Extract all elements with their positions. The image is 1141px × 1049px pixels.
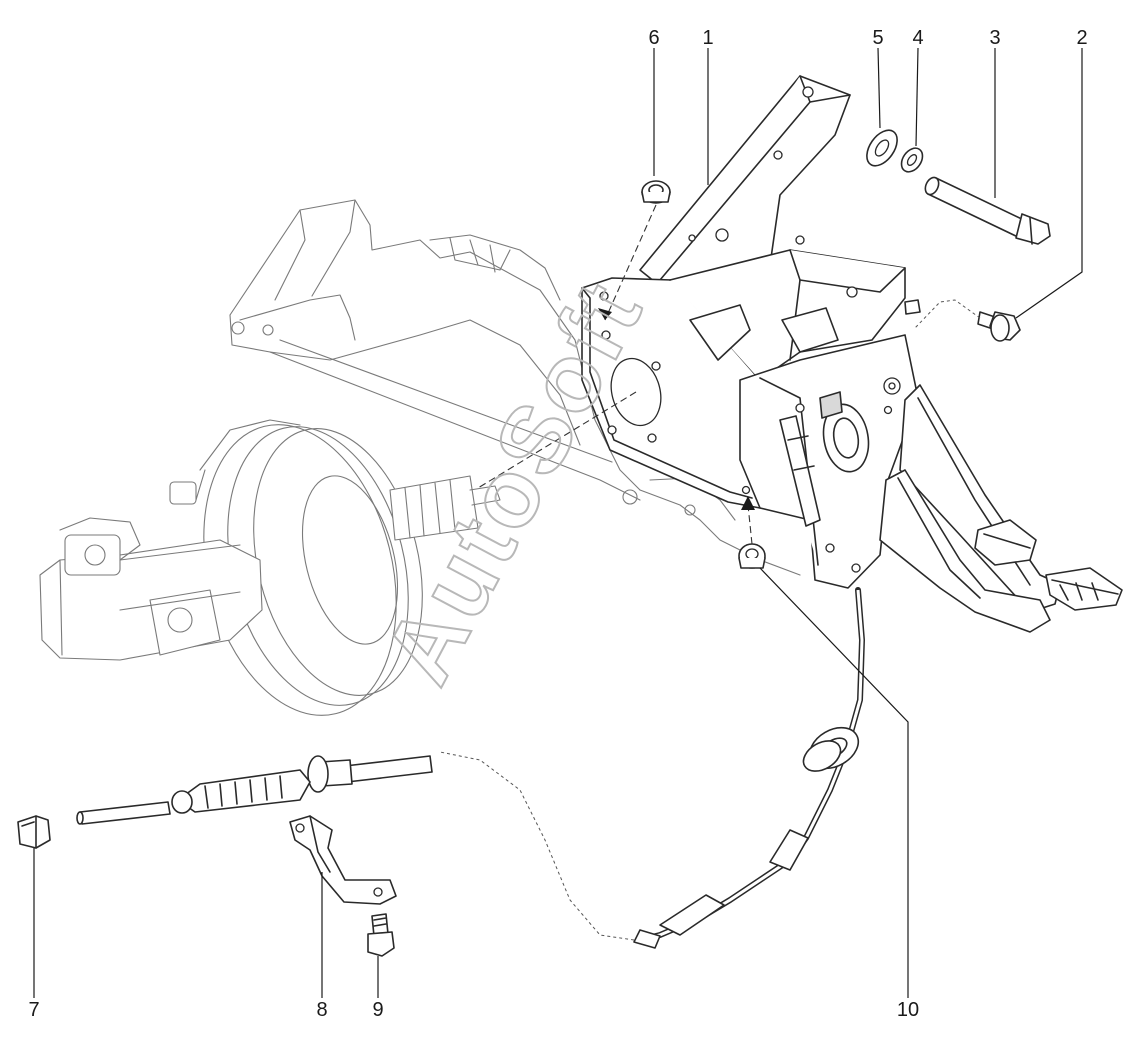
part-3-bolt bbox=[924, 176, 1051, 245]
callout-2: 2 bbox=[1076, 27, 1087, 49]
part-9-bolt bbox=[367, 913, 395, 957]
part-4-washer bbox=[900, 147, 924, 173]
part-2-flange-bolt bbox=[914, 299, 1021, 342]
callout-leaders bbox=[33, 47, 1083, 998]
callout-7: 7 bbox=[28, 999, 39, 1021]
callout-numbers: 6 1 5 4 3 2 7 8 9 10 bbox=[28, 27, 1087, 1021]
pedal-bracket bbox=[581, 75, 921, 589]
part-7-clip bbox=[17, 815, 51, 849]
callout-10: 10 bbox=[897, 999, 919, 1021]
pedal-arms bbox=[879, 384, 1123, 633]
callout-6: 6 bbox=[648, 27, 659, 49]
part-5-washer bbox=[866, 129, 898, 167]
callout-9: 9 bbox=[372, 999, 383, 1021]
clutch-cable bbox=[76, 587, 865, 949]
callout-4: 4 bbox=[912, 27, 923, 49]
part-10-nut bbox=[738, 496, 766, 569]
alignment-axis bbox=[477, 391, 637, 489]
callout-3: 3 bbox=[989, 27, 1000, 49]
callout-8: 8 bbox=[316, 999, 327, 1021]
callout-1: 1 bbox=[702, 27, 713, 49]
callout-5: 5 bbox=[872, 27, 883, 49]
part-8-cable-bracket bbox=[289, 815, 397, 905]
ghost-master-cylinder bbox=[39, 517, 263, 661]
part-6-nut bbox=[598, 180, 671, 321]
watermark-text: AutoSoft bbox=[364, 264, 664, 700]
